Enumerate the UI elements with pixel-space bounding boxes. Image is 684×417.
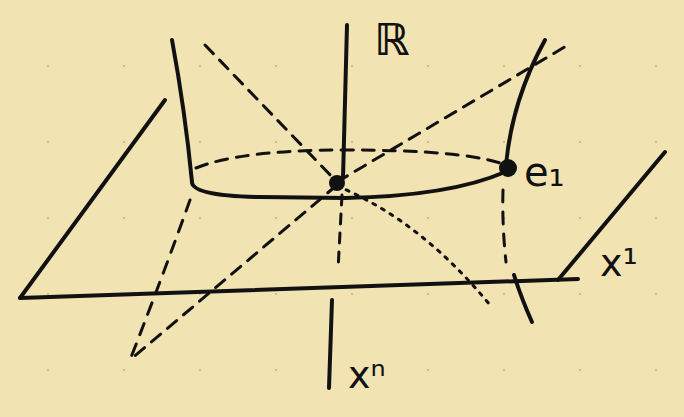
axis-label: x¹ [600,244,638,282]
waist-ellipse-back [196,150,500,168]
axis-line [343,25,347,178]
axis-dashed [338,195,342,270]
point-label: e₁ [524,152,565,192]
hyperboloid-side [172,40,192,182]
hyperboloid-side [506,40,545,165]
waist-ellipse [192,172,505,198]
axis-label: xⁿ [348,356,386,394]
plane-edge [20,279,578,298]
hyperboloid-side [130,200,190,360]
hyperboloid-side [514,275,532,322]
cone-line [130,185,337,360]
origin-dot [329,175,345,191]
axis-line [329,300,332,388]
cone-line [337,186,490,305]
cone-line [205,45,337,182]
hyperboloid-side [503,190,506,262]
plane-edge [20,100,165,298]
point-dot [499,159,517,177]
axis-label: ℝ [374,18,409,62]
